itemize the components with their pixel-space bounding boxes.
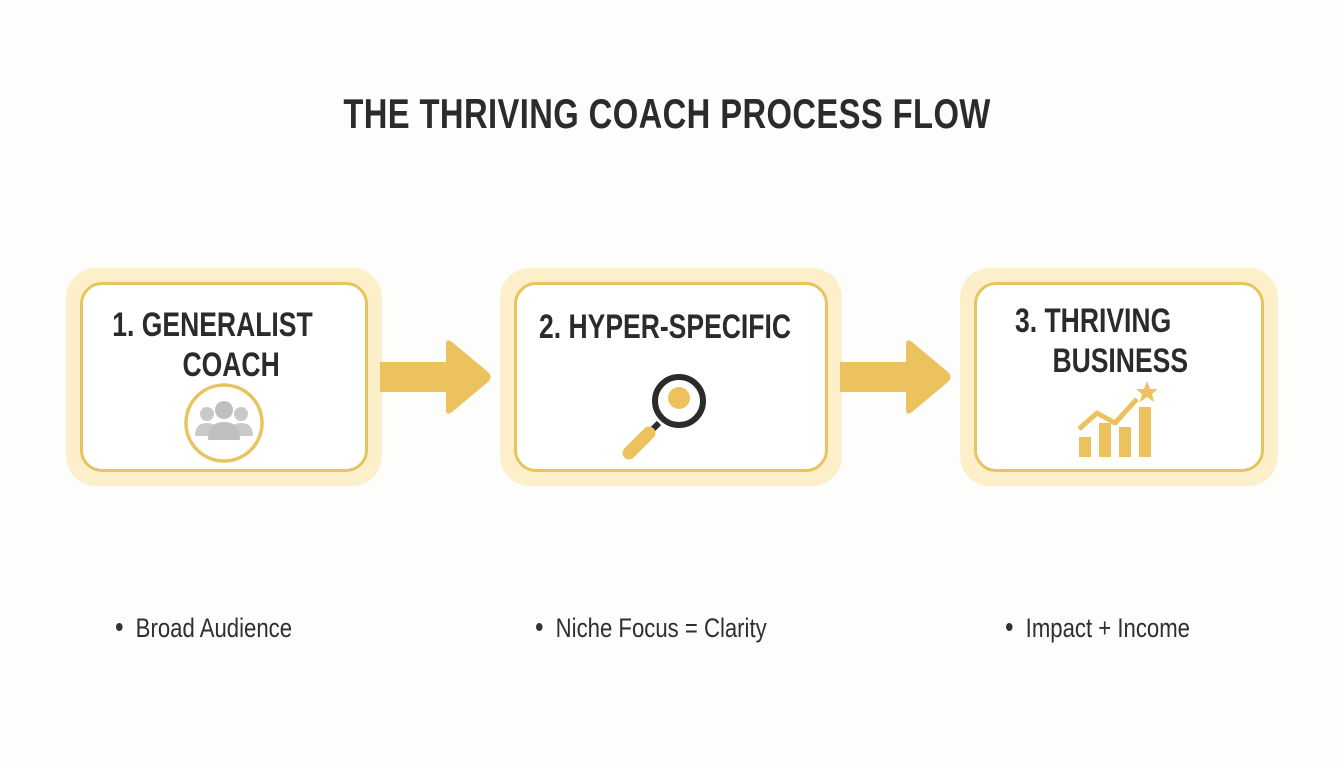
step-3-box: 3. THRIVING BUSINESS <box>960 268 1278 486</box>
step-2-bullet-text: Niche Focus = Clarity <box>555 613 767 643</box>
step-1-card: 1. GENERALIST COACH <box>80 282 368 472</box>
step-3-title-line-2: BUSINESS <box>1052 342 1189 380</box>
growth-chart-star-icon <box>1075 379 1161 468</box>
step-3-title-line-1: 3. THRIVING <box>1015 302 1172 340</box>
step-2-box: 2. HYPER-SPECIFIC <box>500 268 842 486</box>
step-1-bullet: Broad Audience <box>116 610 292 646</box>
step-1-title: 1. GENERALIST COACH <box>112 305 313 385</box>
step-3-title: 3. THRIVING BUSINESS <box>1015 301 1207 381</box>
step-1-title-line-1: 1. GENERALIST <box>112 306 313 344</box>
arrow-right-icon <box>380 336 494 423</box>
step-3-card: 3. THRIVING BUSINESS <box>974 282 1264 472</box>
step-2-title-line-1: 2. HYPER-SPECIFIC <box>539 308 792 346</box>
bullet-dot-icon <box>116 622 123 631</box>
diagram-title: THE THRIVING COACH PROCESS FLOW <box>343 90 991 137</box>
people-group-icon <box>183 382 265 469</box>
step-2-bullet: Niche Focus = Clarity <box>536 610 767 646</box>
bullet-dot-icon <box>536 622 543 631</box>
step-3-bullet-text: Impact + Income <box>1025 613 1190 643</box>
bullet-dot-icon <box>1006 622 1013 631</box>
arrow-right-icon <box>840 336 954 423</box>
step-1-bullet-text: Broad Audience <box>135 613 293 643</box>
step-2-card: 2. HYPER-SPECIFIC <box>514 282 828 472</box>
step-1-title-line-2: COACH <box>182 346 280 384</box>
step-3-bullet: Impact + Income <box>1006 610 1190 646</box>
step-1-box: 1. GENERALIST COACH <box>66 268 382 486</box>
magnifying-glass-icon <box>617 365 717 470</box>
step-2-title: 2. HYPER-SPECIFIC <box>539 307 792 347</box>
